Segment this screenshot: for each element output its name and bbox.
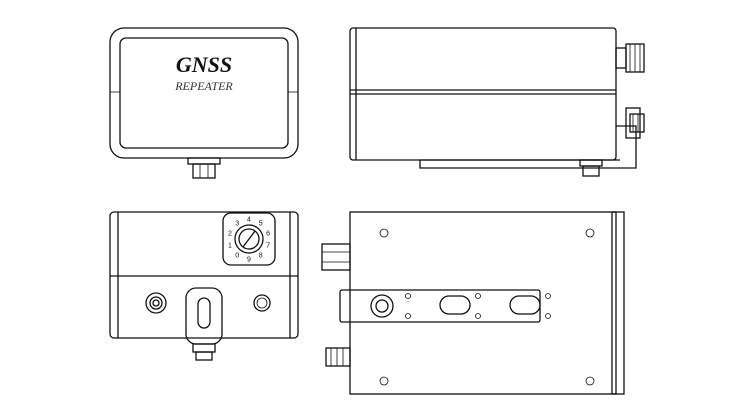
dial-digit: 3 bbox=[235, 220, 239, 227]
antenna-connector-top bbox=[325, 347, 351, 367]
antenna-connector-side bbox=[625, 107, 645, 139]
front-view: GNSS REPEATER bbox=[109, 27, 299, 179]
dial-digit: 5 bbox=[259, 220, 263, 227]
dial-digit: 4 bbox=[247, 217, 251, 224]
rear-view: 4 56 78 9 01 23 bbox=[109, 211, 299, 361]
mounting-bracket bbox=[185, 287, 223, 361]
top-view bbox=[321, 211, 625, 395]
dial-digit: 7 bbox=[266, 243, 270, 250]
product-subtitle: REPEATER bbox=[174, 79, 233, 93]
bottom-connector bbox=[187, 157, 221, 179]
dial-digit: 9 bbox=[247, 257, 251, 264]
rotary-dial[interactable]: 4 56 78 9 01 23 bbox=[222, 212, 276, 266]
dial-digit: 8 bbox=[259, 253, 263, 260]
dial-digit: 0 bbox=[235, 253, 239, 260]
dial-digit: 1 bbox=[228, 243, 232, 250]
dial-knob-top bbox=[321, 243, 351, 271]
dial-digit: 2 bbox=[228, 230, 232, 237]
bottom-connector-side bbox=[579, 159, 603, 177]
antenna-connector bbox=[145, 292, 167, 314]
side-view bbox=[349, 27, 645, 177]
top-connector bbox=[370, 294, 394, 318]
led-indicator bbox=[253, 294, 271, 312]
dial-digit: 6 bbox=[266, 230, 270, 237]
dial-knob-side bbox=[615, 43, 645, 73]
product-title: GNSS bbox=[176, 52, 232, 77]
